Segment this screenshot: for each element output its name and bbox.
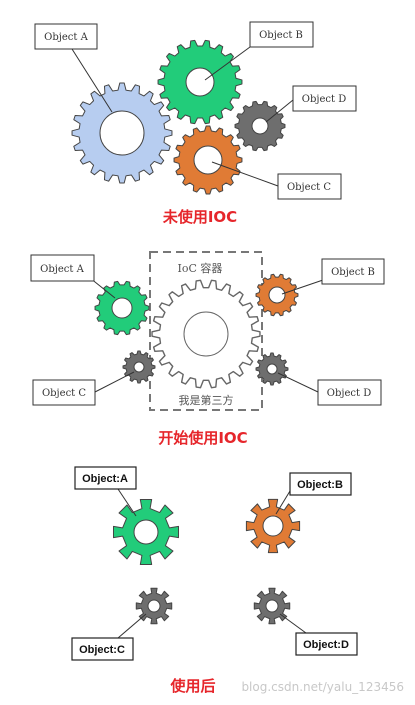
leader-line-a-3 xyxy=(117,488,137,517)
gear-object-c-3-hole xyxy=(147,599,161,613)
gear-object-d-3-hole xyxy=(265,599,279,613)
label-object-c-2: Object C xyxy=(32,379,96,406)
label-object-c: Object C xyxy=(277,173,342,200)
svg-text:Object:A: Object:A xyxy=(82,473,128,485)
caption-after-ioc: 使用后 xyxy=(169,677,215,695)
gear-object-b xyxy=(157,39,243,125)
label-object-a-2: Object A xyxy=(30,254,95,282)
gear-object-b-3 xyxy=(245,498,301,554)
svg-text:Object C: Object C xyxy=(42,388,86,399)
gear-object-a-3-hole xyxy=(133,519,159,545)
gear-object-d xyxy=(234,100,286,152)
gear-object-c-2 xyxy=(122,350,156,384)
label-object-d-2: Object D xyxy=(317,379,382,406)
diagram-start-ioc: IoC 容器 我是第三方 Object A Object B Object C … xyxy=(30,251,385,447)
gear-ioc-container-hole xyxy=(183,311,229,357)
gear-object-d-2 xyxy=(255,352,289,386)
caption-without-ioc: 未使用IOC xyxy=(162,208,237,226)
gear-object-d-3 xyxy=(253,587,291,625)
svg-text:Object A: Object A xyxy=(44,32,88,43)
svg-text:Object D: Object D xyxy=(327,388,371,399)
leader-line-c-2 xyxy=(94,371,135,393)
svg-text:Object B: Object B xyxy=(331,267,375,278)
svg-text:Object C: Object C xyxy=(287,182,331,193)
leader-line-d-3 xyxy=(279,613,307,634)
leader-line-b-3 xyxy=(275,490,291,515)
gear-ioc-container xyxy=(151,279,261,389)
gear-object-a xyxy=(71,82,173,184)
gear-object-a-2 xyxy=(94,280,150,336)
label-object-b: Object B xyxy=(249,21,314,48)
gear-object-c-hole xyxy=(193,145,223,175)
label-object-d-3: Object:D xyxy=(295,632,358,656)
diagram-after-ioc: Object:A Object:B Object:C Object:D 使用后 … xyxy=(71,466,404,695)
gear-object-a-2-hole xyxy=(111,297,133,319)
label-object-b-2: Object B xyxy=(321,258,385,285)
watermark-text: blog.csdn.net/yalu_123456 xyxy=(241,680,404,694)
gear-object-d-2-hole xyxy=(266,363,278,375)
svg-text:Object D: Object D xyxy=(302,94,346,105)
ioc-container-title: IoC 容器 xyxy=(178,261,223,275)
gear-object-c-2-hole xyxy=(133,361,145,373)
gear-object-b-2 xyxy=(255,273,299,317)
svg-text:Object:D: Object:D xyxy=(303,639,349,651)
svg-text:Object A: Object A xyxy=(40,264,84,275)
svg-text:Object:C: Object:C xyxy=(79,644,125,656)
gear-object-b-2-hole xyxy=(268,286,286,304)
svg-text:Object B: Object B xyxy=(259,30,303,41)
ioc-container-box xyxy=(149,251,263,411)
leader-line-a xyxy=(71,48,113,113)
label-object-d: Object D xyxy=(292,85,357,112)
leader-line-d-2 xyxy=(277,372,319,393)
label-object-a-3: Object:A xyxy=(74,466,137,490)
leader-line-b-2 xyxy=(281,279,324,295)
gear-object-a-hole xyxy=(99,110,145,156)
label-object-a: Object A xyxy=(34,23,98,50)
diagram-without-ioc: Object A Object B Object D Object C 未使用I… xyxy=(34,21,357,226)
svg-text:Object:B: Object:B xyxy=(297,479,343,491)
label-object-c-3: Object:C xyxy=(71,637,134,661)
gear-object-d-hole xyxy=(251,117,269,135)
leader-line-d xyxy=(265,99,294,123)
gear-object-b-3-hole xyxy=(262,515,284,537)
gear-object-b-hole xyxy=(185,67,215,97)
ioc-container-subtitle: 我是第三方 xyxy=(179,393,234,407)
gear-object-a-3 xyxy=(112,498,180,566)
leader-line-c-3 xyxy=(117,613,147,639)
gear-object-c xyxy=(173,125,243,195)
leader-line-c xyxy=(211,161,279,187)
label-object-b-3: Object:B xyxy=(289,472,352,496)
leader-line-b xyxy=(204,46,251,81)
caption-start-ioc: 开始使用IOC xyxy=(158,429,247,447)
